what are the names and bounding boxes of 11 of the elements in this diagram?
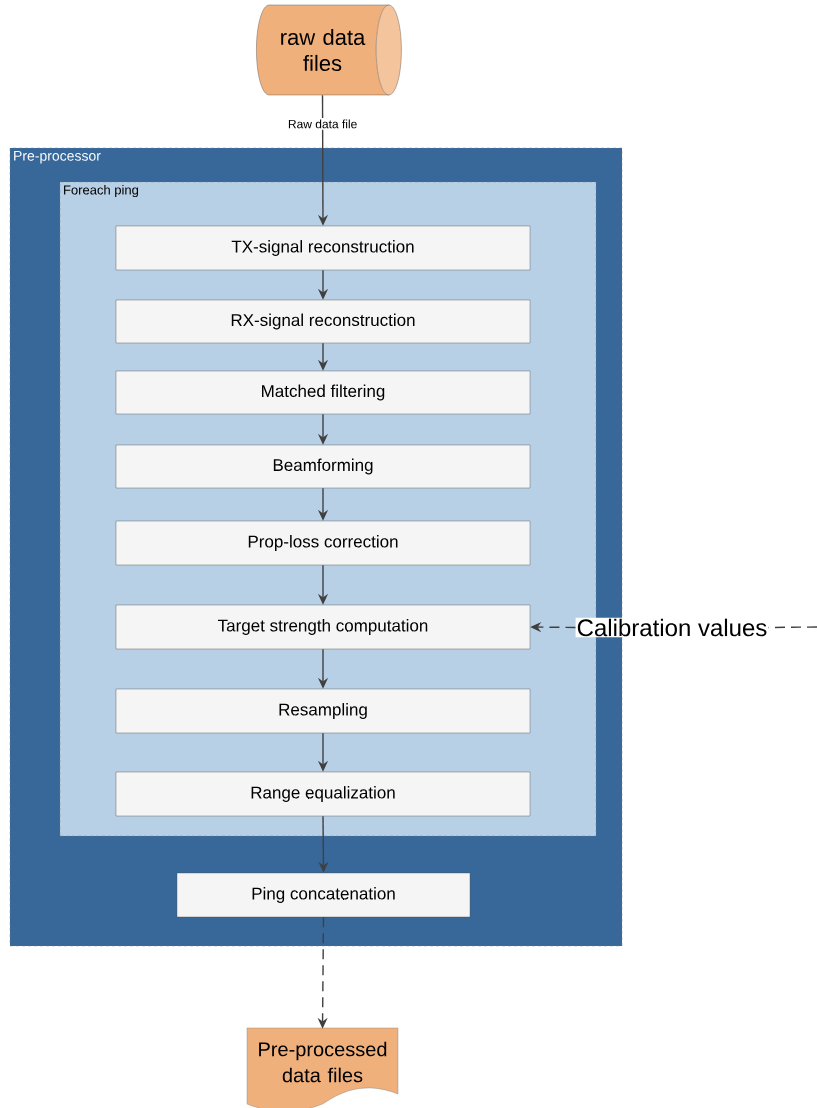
- process-box: Matched filtering: [115, 370, 531, 415]
- process-box: RX-signal reconstruction: [115, 299, 531, 344]
- process-box: Prop-loss correction: [115, 520, 531, 566]
- process-box: TX-signal reconstruction: [115, 225, 531, 271]
- process-box: Ping concatenation: [176, 872, 471, 918]
- process-box: Target strength computation: [115, 604, 531, 650]
- input-label: Calibration values: [575, 617, 769, 638]
- edge-label: Raw data file: [286, 118, 359, 130]
- process-box: Range equalization: [115, 771, 531, 817]
- process-box: Beamforming: [115, 444, 531, 489]
- process-box: Resampling: [115, 688, 531, 734]
